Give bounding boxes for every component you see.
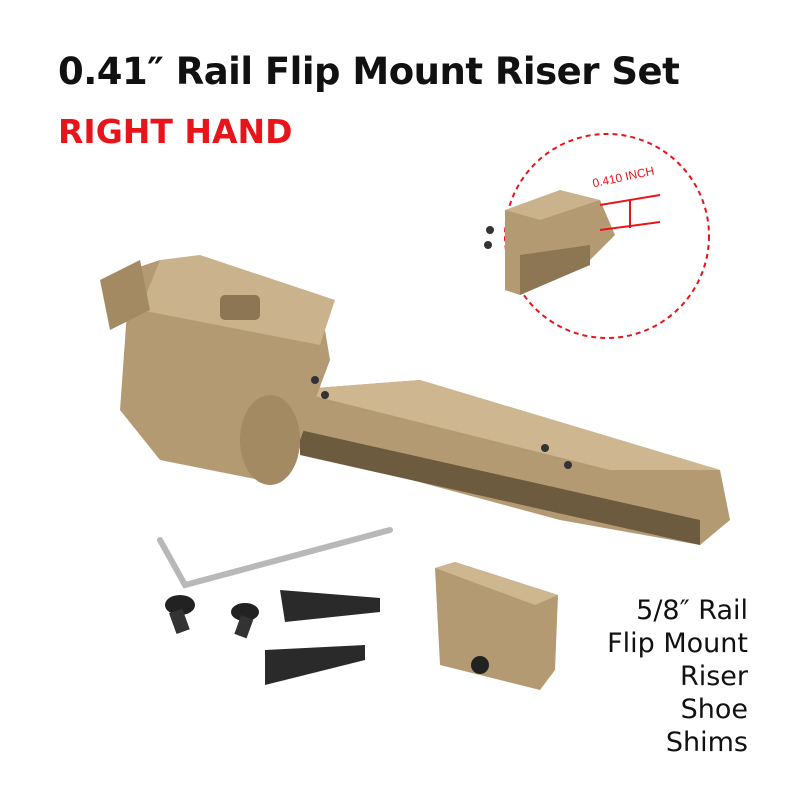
product-title: 0.41″ Rail Flip Mount Riser Set [58,50,680,93]
shims [265,590,380,685]
hex-key [157,527,393,589]
hand-label: RIGHT HAND [58,112,293,151]
shoe [435,562,558,690]
parts-list-item: Flip Mount [607,628,748,659]
screws [165,595,259,639]
parts-list-item: Riser [679,661,748,692]
parts-list: 5/8″ Rail Flip Mount Riser Shoe Shims [607,594,748,759]
detail-inset [484,133,710,339]
parts-list-item: 5/8″ Rail [636,595,748,626]
parts-list-item: Shims [665,727,748,758]
parts-list-item: Shoe [680,694,748,725]
flip-mount-riser [100,255,730,545]
